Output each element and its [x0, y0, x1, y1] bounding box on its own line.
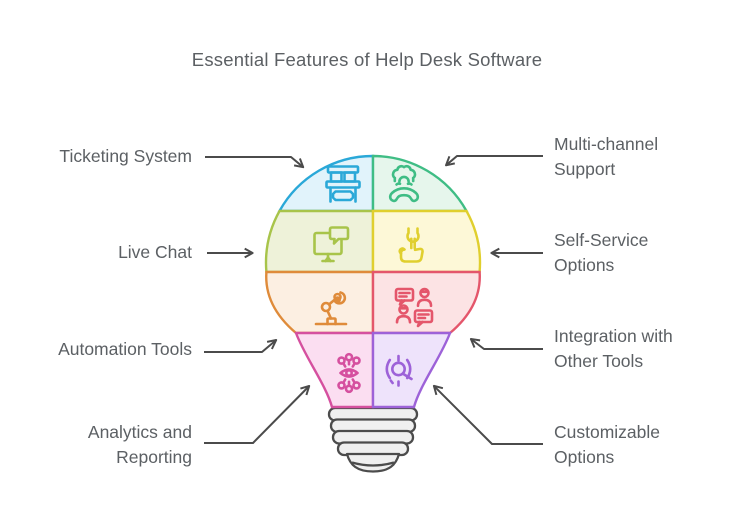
bulb-section-integration [371, 270, 481, 335]
bulb-section-selfservice [371, 209, 482, 274]
arrowhead-automation [266, 339, 278, 350]
arrowhead-ticketing [293, 158, 305, 169]
focus-target-icon [385, 354, 413, 387]
arrowhead-selfservice [490, 247, 500, 259]
page-title: Essential Features of Help Desk Software [191, 49, 543, 70]
label-integration-other-tools: Integration with Other Tools [554, 326, 673, 371]
arrow-integration [470, 338, 543, 350]
arrow-customizable [433, 385, 543, 445]
bulb-section-analytics [294, 331, 375, 409]
connector-arrows [204, 155, 543, 445]
hand-wrench-icon [398, 227, 424, 263]
network-hub-icon [337, 352, 361, 394]
arrow-automation [204, 339, 277, 353]
robot-arm-icon [314, 291, 348, 326]
arrow-analytics [204, 385, 310, 444]
bulb-sections [264, 154, 482, 409]
label-ticketing-system: Ticketing System [59, 146, 192, 166]
arrow-multichannel [445, 155, 543, 167]
arrowhead-analytics [300, 385, 311, 396]
gear-headset-icon [388, 164, 420, 203]
label-customizable-options: Customizable Options [554, 422, 661, 467]
bulb-section-customizable [371, 331, 452, 409]
ticket-booth-icon [325, 165, 361, 203]
bulb-section-livechat [264, 209, 375, 274]
label-automation-tools: Automation Tools [58, 339, 192, 359]
label-live-chat: Live Chat [118, 242, 192, 262]
people-chat-icon [394, 287, 434, 328]
bulb-base [327, 406, 419, 473]
monitor-chat-icon [313, 226, 350, 263]
label-self-service-options: Self-Service Options [554, 230, 649, 275]
arrow-ticketing [205, 156, 304, 168]
arrowhead-customizable [432, 384, 444, 396]
arrowhead-integration [469, 338, 481, 348]
arrowhead-multichannel [445, 155, 456, 167]
arrowhead-livechat [244, 247, 254, 259]
label-multi-channel-support: Multi-channel Support [554, 134, 659, 179]
label-analytics-reporting: Analytics and Reporting [87, 422, 192, 467]
